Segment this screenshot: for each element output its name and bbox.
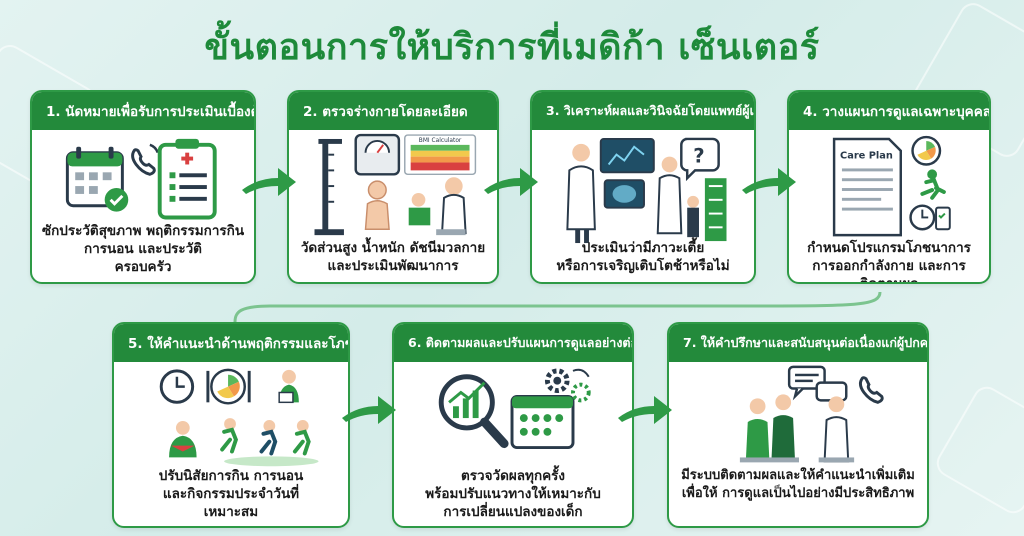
food-plate-icon bbox=[911, 135, 942, 166]
question-icon: ? bbox=[680, 137, 720, 182]
step-illustration bbox=[65, 138, 217, 220]
description-line: การออกกำลังกาย และการติดตามผล bbox=[812, 258, 966, 284]
step-illustration: Care Plan bbox=[832, 135, 951, 237]
calendar-icon bbox=[65, 146, 129, 212]
step-description: ประเมินว่ามีภาวะเตี้ย หรือการเจริญเติบโต… bbox=[538, 239, 748, 275]
medical-clipboard-icon bbox=[157, 138, 217, 220]
description-line: ประเมินว่ามีภาวะเตี้ย bbox=[581, 240, 705, 256]
arrow-right-icon bbox=[484, 168, 538, 196]
doctor-icon bbox=[656, 156, 683, 235]
step-illustration bbox=[438, 368, 591, 450]
step-card-5: 5. ให้คำแนะนำด้านพฤติกรรมและโภชนาการ bbox=[112, 322, 350, 528]
xray-screen-icon bbox=[599, 137, 655, 209]
description-line: ซักประวัติสุขภาพ พฤติกรรมการกิน bbox=[41, 223, 245, 239]
step-header: 2. ตรวจร่างกายโดยละเอียด bbox=[289, 92, 497, 130]
background-hexagon bbox=[931, 381, 1024, 519]
calendar-check-icon bbox=[510, 394, 575, 450]
care-plan-icon: Care Plan bbox=[832, 137, 902, 237]
step-header: 3. วิเคราะห์ผลและวินิจฉัยโดยแพทย์ผู้เชี่… bbox=[532, 92, 754, 130]
step-illustration bbox=[739, 365, 884, 463]
arrow-right-icon bbox=[342, 396, 396, 424]
phone-icon bbox=[858, 376, 884, 404]
growth-chart-icon bbox=[687, 178, 727, 242]
arrow-right-icon bbox=[618, 396, 672, 424]
step-header: 7. ให้คำปรึกษาและสนับสนุนต่อเนื่องแก่ผู้… bbox=[669, 324, 927, 362]
parents-doctor-icon bbox=[739, 394, 855, 463]
step-illustration: BMI Calculator bbox=[314, 133, 477, 236]
step-header: 4. วางแผนการดูแลเฉพาะบุคคล bbox=[789, 92, 989, 130]
magnifier-chart-icon bbox=[438, 374, 509, 449]
weight-scale-icon bbox=[354, 133, 401, 176]
reading-child-icon bbox=[169, 421, 197, 458]
step-card-2: 2. ตรวจร่างกายโดยละเอียด BMI Calculator bbox=[287, 90, 499, 284]
height-scale-icon bbox=[314, 138, 344, 236]
chat-bubble-icon bbox=[787, 365, 848, 402]
description-line: ตรวจวัดผลทุกครั้ง bbox=[461, 468, 565, 484]
food-plate-icon bbox=[206, 368, 251, 405]
description-line: มีระบบติดตามผลและให้คำแนะนำเพิ่มเติม bbox=[681, 468, 915, 483]
description-line: การเปลี่ยนแปลงของเด็ก bbox=[443, 504, 583, 520]
step-description: กำหนดโปรแกรมโภชนาการ การออกกำลังกาย และก… bbox=[795, 239, 983, 284]
step-card-3: 3. วิเคราะห์ผลและวินิจฉัยโดยแพทย์ผู้เชี่… bbox=[530, 90, 756, 284]
arrow-right-icon bbox=[242, 168, 296, 196]
kids-playing-icon bbox=[220, 418, 319, 467]
phone-icon bbox=[131, 143, 159, 176]
step-description: วัดส่วนสูง น้ำหนัก ดัชนีมวลกาย และประเมิ… bbox=[295, 239, 491, 275]
step-description: ปรับนิสัยการกิน การนอน และกิจกรรมประจำวั… bbox=[120, 467, 342, 521]
bmi-chart-icon: BMI Calculator bbox=[404, 134, 477, 176]
arrow-right-icon bbox=[742, 168, 796, 196]
description-line: พร้อมปรับแนวทางให้เหมาะกับ bbox=[425, 486, 601, 502]
description-line: และกิจกรรมประจำวันที่ bbox=[162, 486, 300, 502]
running-icon bbox=[920, 169, 946, 200]
step-header: 6. ติดตามผลและปรับแผนการดูแลอย่างต่อเนื่… bbox=[394, 324, 632, 362]
description-line: หรือการเจริญเติบโตช้าหรือไม่ bbox=[556, 258, 730, 274]
reading-child-icon bbox=[278, 369, 299, 404]
step-description: มีระบบติดตามผลและให้คำแนะนำเพิ่มเติม เพื… bbox=[675, 467, 921, 503]
child-icon bbox=[364, 180, 390, 230]
clock-icon bbox=[159, 369, 195, 404]
page-title: ขั้นตอนการให้บริการที่เมดิก้า เซ็นเตอร์ bbox=[204, 27, 820, 68]
description-line: การนอน และประวัติ bbox=[84, 241, 202, 257]
care-plan-label: Care Plan bbox=[840, 151, 893, 162]
clock-checklist-icon bbox=[909, 204, 951, 231]
step-illustration bbox=[159, 368, 319, 467]
step-description: ตรวจวัดผลทุกครั้ง พร้อมปรับแนวทางให้เหมา… bbox=[400, 467, 626, 521]
description-line: วัดส่วนสูง น้ำหนัก ดัชนีมวลกาย bbox=[300, 240, 486, 256]
description-line: ปรับนิสัยการกิน การนอน bbox=[158, 468, 304, 484]
step-card-7: 7. ให้คำปรึกษาและสนับสนุนต่อเนื่องแก่ผู้… bbox=[667, 322, 929, 528]
doctor-icon bbox=[566, 143, 596, 244]
step-header: 1. นัดหมายเพื่อรับการประเมินเบื้องต้น bbox=[32, 92, 254, 130]
bmi-label: BMI Calculator bbox=[419, 138, 462, 144]
description-line: กำหนดโปรแกรมโภชนาการ bbox=[807, 240, 971, 256]
step-header: 5. ให้คำแนะนำด้านพฤติกรรมและโภชนาการ bbox=[114, 324, 348, 362]
step-card-4: 4. วางแผนการดูแลเฉพาะบุคคล Care Plan bbox=[787, 90, 991, 284]
step-card-6: 6. ติดตามผลและปรับแผนการดูแลอย่างต่อเนื่… bbox=[392, 322, 634, 528]
doctor-exam-icon bbox=[408, 177, 467, 236]
description-line: ครอบครัว bbox=[114, 259, 172, 275]
svg-text:?: ? bbox=[693, 144, 704, 167]
description-line: เหมาะสม bbox=[203, 504, 259, 520]
description-line: และประเมินพัฒนาการ bbox=[327, 258, 459, 274]
step-description: ซักประวัติสุขภาพ พฤติกรรมการกิน การนอน แ… bbox=[38, 222, 248, 276]
step-illustration: ? bbox=[566, 137, 727, 244]
step-card-1: 1. นัดหมายเพื่อรับการประเมินเบื้องต้น ซั… bbox=[30, 90, 256, 284]
description-line: เพื่อให้ การดูแลเป็นไปอย่างมีประสิทธิภาพ bbox=[681, 486, 915, 501]
